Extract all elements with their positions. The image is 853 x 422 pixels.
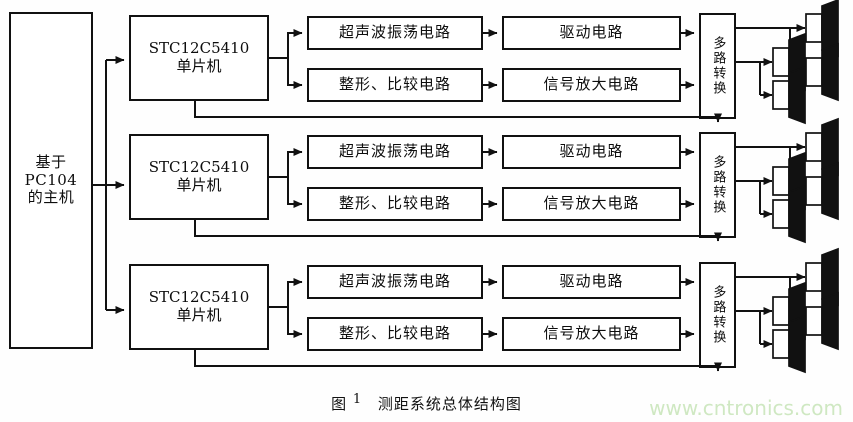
amp-box-3 <box>502 317 681 351</box>
watermark: www.cntronics.com <box>649 396 843 420</box>
transducer-1-1 <box>805 0 839 58</box>
feedback-line-3 <box>194 349 722 372</box>
mux-box-2 <box>699 132 736 238</box>
mcu-box-2 <box>129 134 269 220</box>
osc-box-2 <box>307 135 483 169</box>
transducer-3-4 <box>772 314 806 374</box>
feedback-line-2 <box>194 219 722 242</box>
transducer-1-4 <box>772 65 806 125</box>
shape-box-3 <box>307 317 483 351</box>
caption-number: 1 <box>352 392 363 407</box>
mcu-out-2-dn <box>287 177 303 208</box>
amp-box-2 <box>502 187 681 221</box>
drive-box-3 <box>502 265 681 299</box>
mcu-out-1-up <box>287 29 303 58</box>
figure-caption: 图 1 测距系统总体结构图 <box>0 392 853 414</box>
mcu-out-3-up <box>287 278 303 307</box>
osc-box-3 <box>307 265 483 299</box>
caption-title: 测距系统总体结构图 <box>377 395 522 413</box>
mux-box-3 <box>699 262 736 368</box>
transducer-2-1 <box>805 117 839 177</box>
osc-box-1 <box>307 16 483 50</box>
shape-box-1 <box>307 68 483 102</box>
transducer-2-4 <box>772 184 806 244</box>
transducer-1-2 <box>805 42 839 102</box>
feedback-line-1 <box>194 100 722 123</box>
caption-prefix: 图 <box>331 395 348 413</box>
mcu-box-1 <box>129 15 269 101</box>
transducer-3-2 <box>805 291 839 351</box>
mcu-out-2-up <box>287 148 303 177</box>
mcu-out-3-dn <box>287 307 303 338</box>
amp-box-1 <box>502 68 681 102</box>
drive-box-1 <box>502 16 681 50</box>
transducer-2-2 <box>805 161 839 221</box>
mcu-out-1-dn <box>287 58 303 89</box>
mux-box-1 <box>699 13 736 119</box>
drive-box-2 <box>502 135 681 169</box>
host-box <box>9 12 93 349</box>
shape-box-2 <box>307 187 483 221</box>
mcu-box-3 <box>129 264 269 350</box>
